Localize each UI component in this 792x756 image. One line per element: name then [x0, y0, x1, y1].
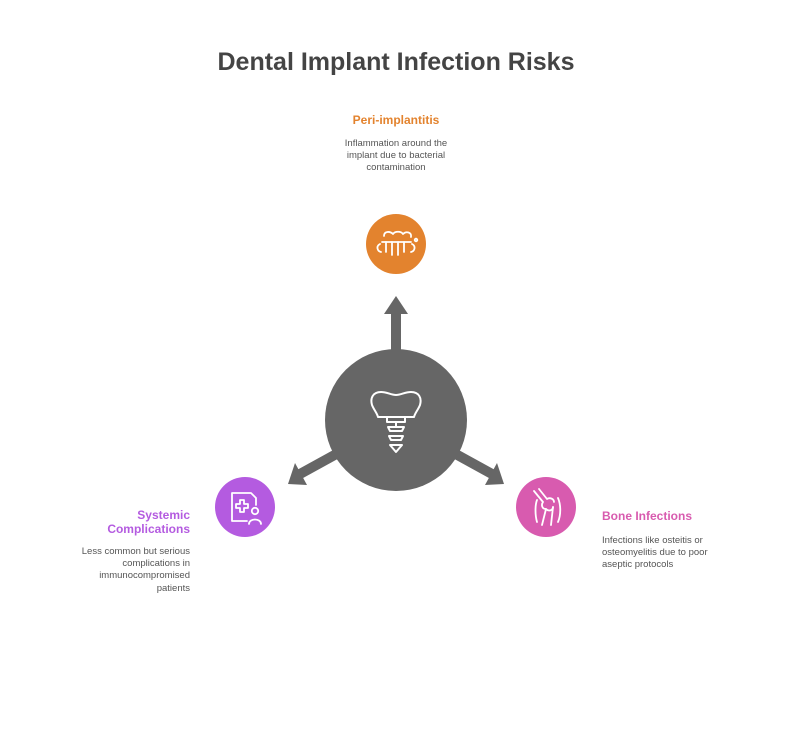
arrow-up: [384, 296, 408, 354]
systemic-complications-title: Systemic Complications: [107, 508, 190, 536]
medical-record-user-icon: [231, 492, 262, 525]
bone-infections-description: Infections like osteitis or osteomyeliti…: [602, 535, 708, 571]
bone-joint-icon: [533, 488, 562, 526]
peri-implantitis-description: Inflammation around the implant due to b…: [344, 138, 448, 174]
systemic-complications-node: [215, 477, 275, 537]
teeth-bacteria-icon: [376, 230, 419, 256]
peri-implantitis-title: Peri-implantitis: [352, 113, 440, 127]
arrow-right: [449, 447, 504, 485]
systemic-complications-description: Less common but serious complications in…: [81, 546, 190, 594]
center-hub: [325, 349, 467, 491]
peri-implantitis-node: [366, 214, 426, 274]
bone-infections-node: [516, 477, 576, 537]
dental-implant-icon: [370, 391, 422, 453]
arrow-left: [288, 447, 343, 485]
bone-infections-title: Bone Infections: [602, 509, 693, 523]
diagram-title: Dental Implant Infection Risks: [217, 48, 575, 76]
